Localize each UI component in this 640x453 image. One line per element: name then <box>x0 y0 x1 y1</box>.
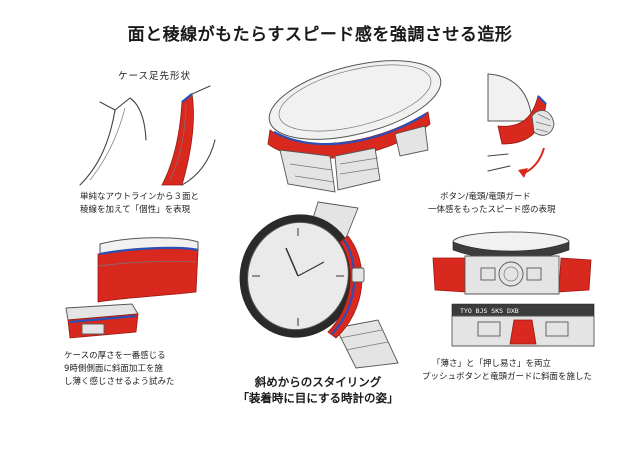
thickness-sketch-lower <box>65 303 139 339</box>
button-caption-2: プッシュボタンと竜頭ガードに斜面を施した <box>422 372 593 382</box>
page-title: 面と稜線がもたらすスピード感を強調させる造形 <box>127 25 513 45</box>
bezel-button-sketch: TYO BJS SKS DXB <box>451 303 595 347</box>
button-caption-1: 「薄さ」と「押し易さ」を両立 <box>432 359 552 369</box>
thickness-sketch-upper <box>97 237 199 303</box>
guard-caption-1: ボタン/竜頭/竜頭ガード <box>440 192 531 202</box>
center-caption-1: 斜めからのスタイリング <box>254 375 382 389</box>
crown-guard-sketch <box>487 73 555 178</box>
thickness-caption-2: 9時側側面に斜面加工を施 <box>64 364 163 374</box>
bezel-text: TYO BJS SKS DXB <box>460 307 519 315</box>
case-tip-caption-2: 稜線を加えて「個性」を表現 <box>80 205 191 215</box>
guard-caption-2: 一体感をもったスピード感の表現 <box>428 205 556 215</box>
oblique-watch-sketch <box>239 201 399 369</box>
push-button-sketch <box>432 231 592 295</box>
case-tip-sketch <box>79 85 216 186</box>
center-caption-2: 「装着時に目にする時計の姿」 <box>237 391 399 405</box>
thickness-caption-3: し薄く感じさせるよう試みた <box>64 377 175 387</box>
thickness-caption-1: ケースの厚さを一番感じる <box>64 351 166 361</box>
side-profile-sketch <box>267 60 442 193</box>
case-tip-caption-1: 単純なアウトラインから３面と <box>80 192 200 202</box>
case-tip-label: ケース足先形状 <box>118 71 192 82</box>
